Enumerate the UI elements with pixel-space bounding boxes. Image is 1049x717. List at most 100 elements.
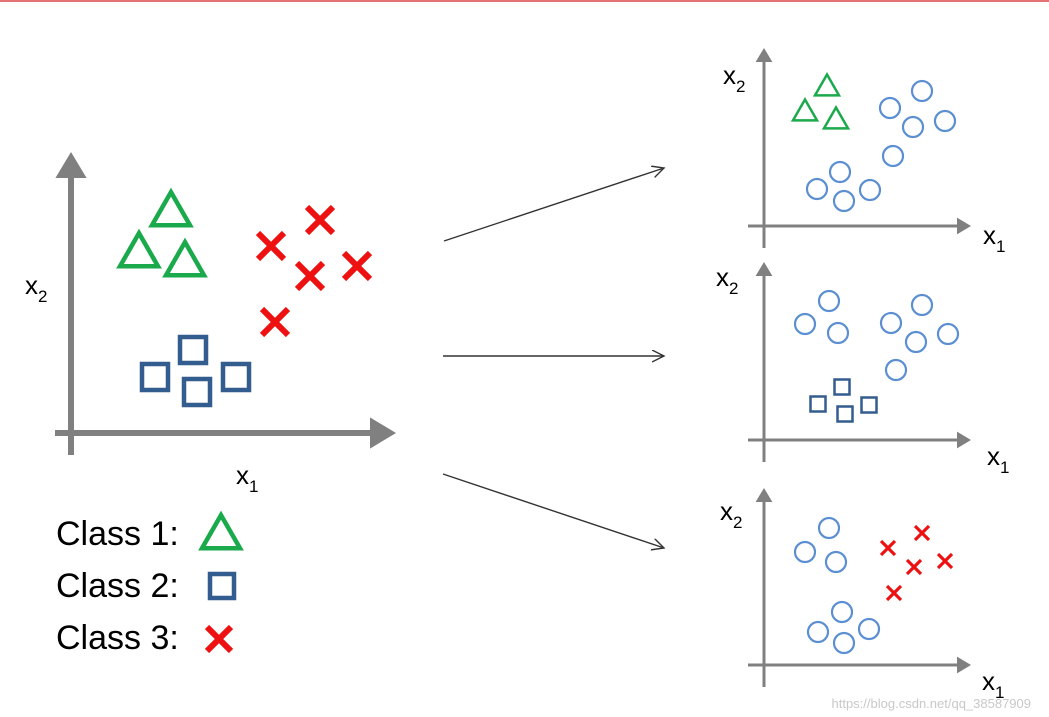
class2-plot-y-label: x2	[716, 262, 738, 298]
main-class2-square	[181, 376, 213, 408]
main-class3-cross	[255, 230, 287, 262]
class2-plot-x-label: x1	[987, 441, 1009, 477]
class2-plot-y-label-subscript: 2	[729, 279, 738, 298]
class1-plot-rest-circle	[832, 189, 856, 213]
class1-plot-x-label: x1	[983, 220, 1005, 256]
class3-plot-rest-circle	[832, 631, 856, 655]
class1-plot-x-label-subscript: 1	[996, 237, 1005, 256]
main-class3-cross	[294, 260, 326, 292]
class2-plot-rest-circle	[904, 330, 928, 354]
class1-plot-y-label: x2	[723, 60, 745, 96]
class2-plot-rest-circle	[910, 293, 934, 317]
main-class1-triangle	[162, 237, 208, 278]
class3-plot-cross-stroke-b	[885, 584, 903, 602]
class3-plot-cross-stroke-b	[879, 539, 897, 557]
main-class3-cross	[259, 306, 291, 338]
class1-plot-rest-circle	[805, 177, 829, 201]
class3-plot-cross	[913, 524, 931, 542]
class2-plot-square	[809, 395, 827, 413]
class3-plot-rest-circle	[830, 600, 854, 624]
class1-plot-rest-circle	[910, 79, 934, 103]
class2-plot-x-arrowhead	[957, 431, 971, 449]
main-plot-x-label: x1	[236, 460, 258, 496]
class1-plot-triangle	[812, 71, 842, 97]
main-class2-square	[220, 361, 252, 393]
class1-plot-rest-circle	[828, 160, 852, 184]
class1-plot-rest-circle	[878, 96, 902, 120]
main-plot-x-arrowhead	[370, 417, 396, 449]
main-class3-cross	[341, 250, 373, 282]
top-rule	[0, 0, 1049, 2]
class2-plot-y-arrowhead	[755, 262, 773, 276]
main-plot-y-label: x2	[25, 270, 47, 306]
main-plot-y-arrowhead	[55, 152, 87, 178]
class3-plot-y-label-subscript: 2	[733, 513, 742, 532]
class2-plot-x-label-letter: x	[987, 441, 1000, 471]
class2-plot-rest-circle	[884, 358, 908, 382]
main-class3-cross-stroke-b	[341, 250, 373, 282]
class2-plot-rest-circle	[793, 312, 817, 336]
class2-plot-y-label-letter: x	[716, 262, 729, 292]
legend-cross-icon	[204, 624, 234, 654]
axes-layer	[55, 48, 971, 687]
class1-plot-rest-circle	[881, 144, 905, 168]
main-class3-cross-stroke-b	[304, 204, 336, 236]
main-class2-square	[177, 334, 209, 366]
class1-plot-x-label-letter: x	[983, 220, 996, 250]
class2-plot-x-label-subscript: 1	[1000, 458, 1009, 477]
marks-layer	[116, 71, 960, 655]
class1-plot-rest-circle	[858, 178, 882, 202]
class2-plot-rest-circle	[817, 289, 841, 313]
class3-plot-x-label-letter: x	[982, 666, 995, 696]
main-plot-y-label-subscript: 2	[38, 287, 47, 306]
class2-plot-square	[860, 396, 878, 414]
legend-label-class-3: Class 3:	[56, 619, 179, 657]
main-class3-cross-stroke-b	[259, 306, 291, 338]
main-plot-y-label-letter: x	[25, 270, 38, 300]
class1-plot-rest-circle	[933, 109, 957, 133]
class2-plot-square	[833, 378, 851, 396]
class3-plot-cross	[879, 539, 897, 557]
legend-square-icon	[207, 571, 237, 601]
main-class3-cross	[304, 204, 336, 236]
class2-plot-rest-circle	[879, 311, 903, 335]
class1-plot-y-label-subscript: 2	[736, 77, 745, 96]
class1-plot-x-arrowhead	[957, 217, 971, 235]
legend-cross-icon-stroke-b	[204, 624, 234, 654]
main-class2-square	[139, 361, 171, 393]
class3-plot-x-label-subscript: 1	[995, 683, 1004, 702]
watermark: https://blog.csdn.net/qq_38587909	[831, 696, 1032, 711]
class3-plot-y-arrowhead	[755, 488, 773, 502]
main-class3-cross-stroke-b	[255, 230, 287, 262]
class3-plot-x-arrowhead	[957, 656, 971, 674]
arrow-to-class1-plot	[443, 168, 664, 242]
class2-plot-square	[836, 405, 854, 423]
class3-plot-rest-circle	[824, 550, 848, 574]
class1-plot-y-arrowhead	[755, 48, 773, 62]
class2-plot-rest-circle	[826, 321, 850, 345]
main-plot-x-label-subscript: 1	[249, 477, 258, 496]
class3-plot-cross-stroke-b	[905, 558, 923, 576]
class3-plot-y-label: x2	[720, 496, 742, 532]
class1-plot-rest-circle	[901, 115, 925, 139]
class3-plot-cross	[885, 584, 903, 602]
main-class3-cross-stroke-b	[294, 260, 326, 292]
class3-plot-rest-circle	[857, 617, 881, 641]
class3-plot-rest-circle	[806, 620, 830, 644]
class1-plot-y-label-letter: x	[723, 60, 736, 90]
class3-plot-cross-stroke-b	[913, 524, 931, 542]
main-plot-x-label-letter: x	[236, 460, 249, 490]
class3-plot-cross	[905, 558, 923, 576]
class3-plot-cross-stroke-b	[936, 552, 954, 570]
class1-plot-triangle	[790, 96, 820, 122]
class3-plot-rest-circle	[817, 516, 841, 540]
class3-plot-y-label-letter: x	[720, 496, 733, 526]
class1-plot-triangle	[821, 104, 851, 130]
arrow-to-class3-plot	[442, 473, 664, 548]
main-class1-triangle	[116, 228, 162, 269]
class3-plot-x-label: x1	[982, 666, 1004, 702]
main-class1-triangle	[148, 187, 194, 228]
class2-plot-rest-circle	[936, 322, 960, 346]
